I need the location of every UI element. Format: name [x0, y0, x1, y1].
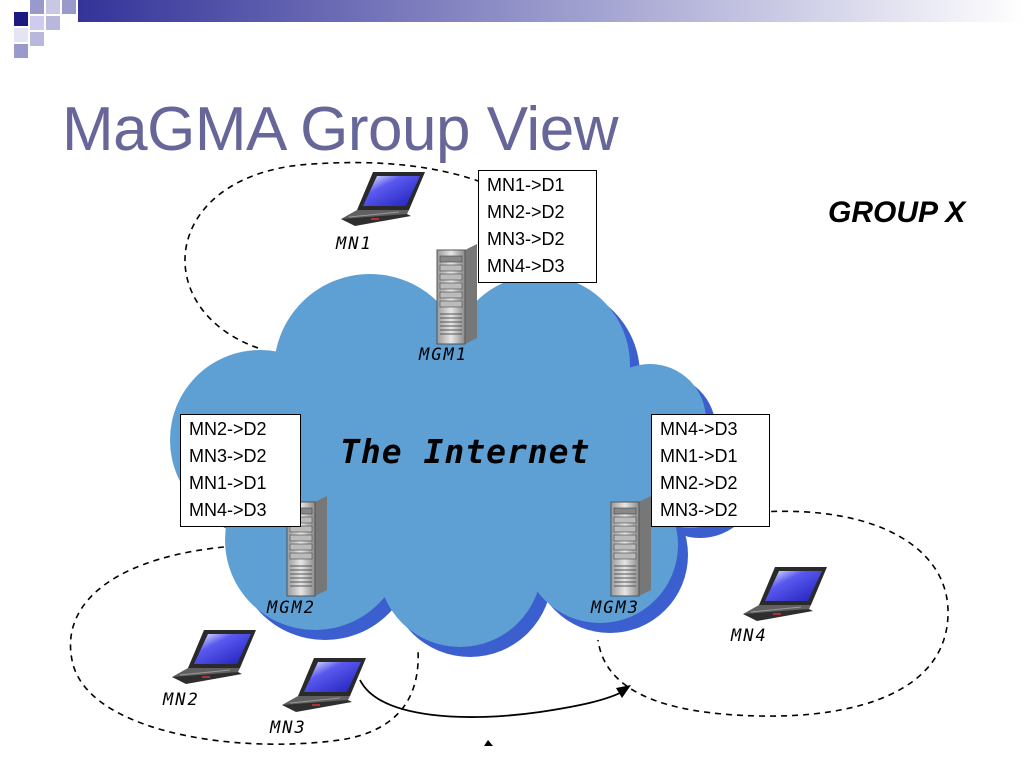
table-row: MN1->D1	[487, 175, 565, 195]
table-row: MN2->D2	[487, 202, 565, 222]
mgm2-region-boundary	[69, 545, 419, 745]
mn1-label: MN1	[336, 234, 373, 254]
mgm3-region-boundary	[597, 510, 949, 717]
mn4-laptop-icon	[742, 566, 828, 622]
table-row: MN2->D2	[189, 419, 267, 439]
mn1-laptop-icon	[340, 171, 426, 227]
mn4-label: MN4	[731, 626, 768, 646]
mgm1-region-boundary	[184, 161, 546, 349]
table-row: MN2->D2	[660, 473, 738, 493]
mgm2-label: MGM2	[267, 598, 316, 618]
mn2-laptop-icon	[171, 629, 257, 685]
table-row: MN4->D3	[660, 419, 738, 439]
table-row: MN4->D3	[487, 256, 565, 276]
group-label: GROUP X	[828, 196, 966, 229]
mn3-laptop-icon	[281, 657, 367, 713]
mgm1-routing-table: MN1->D1 MN2->D2 MN3->D2 MN4->D3	[478, 170, 597, 283]
table-row: MN1->D1	[189, 473, 267, 493]
mgm3-routing-table: MN4->D3 MN1->D1 MN2->D2 MN3->D2	[651, 414, 770, 527]
mgm1-label: MGM1	[419, 345, 468, 365]
mn2-label: MN2	[163, 690, 200, 710]
small-arrow-marker	[484, 740, 493, 746]
mn3-label: MN3	[270, 718, 307, 738]
table-row: MN3->D2	[189, 446, 267, 466]
internet-label: The Internet	[340, 432, 591, 471]
handover-arrow	[359, 679, 627, 718]
slide-title: MaGMA Group View	[62, 95, 618, 164]
title-banner	[0, 0, 1024, 58]
table-row: MN1->D1	[660, 446, 738, 466]
mgm3-server-icon	[610, 495, 652, 597]
mgm1-server-icon	[436, 243, 478, 345]
mgm3-label: MGM3	[591, 598, 640, 618]
table-row: MN3->D2	[660, 500, 738, 520]
mgm2-routing-table: MN2->D2 MN3->D2 MN1->D1 MN4->D3	[180, 414, 301, 527]
table-row: MN3->D2	[487, 229, 565, 249]
table-row: MN4->D3	[189, 500, 267, 520]
handover-arrowhead	[616, 685, 631, 698]
